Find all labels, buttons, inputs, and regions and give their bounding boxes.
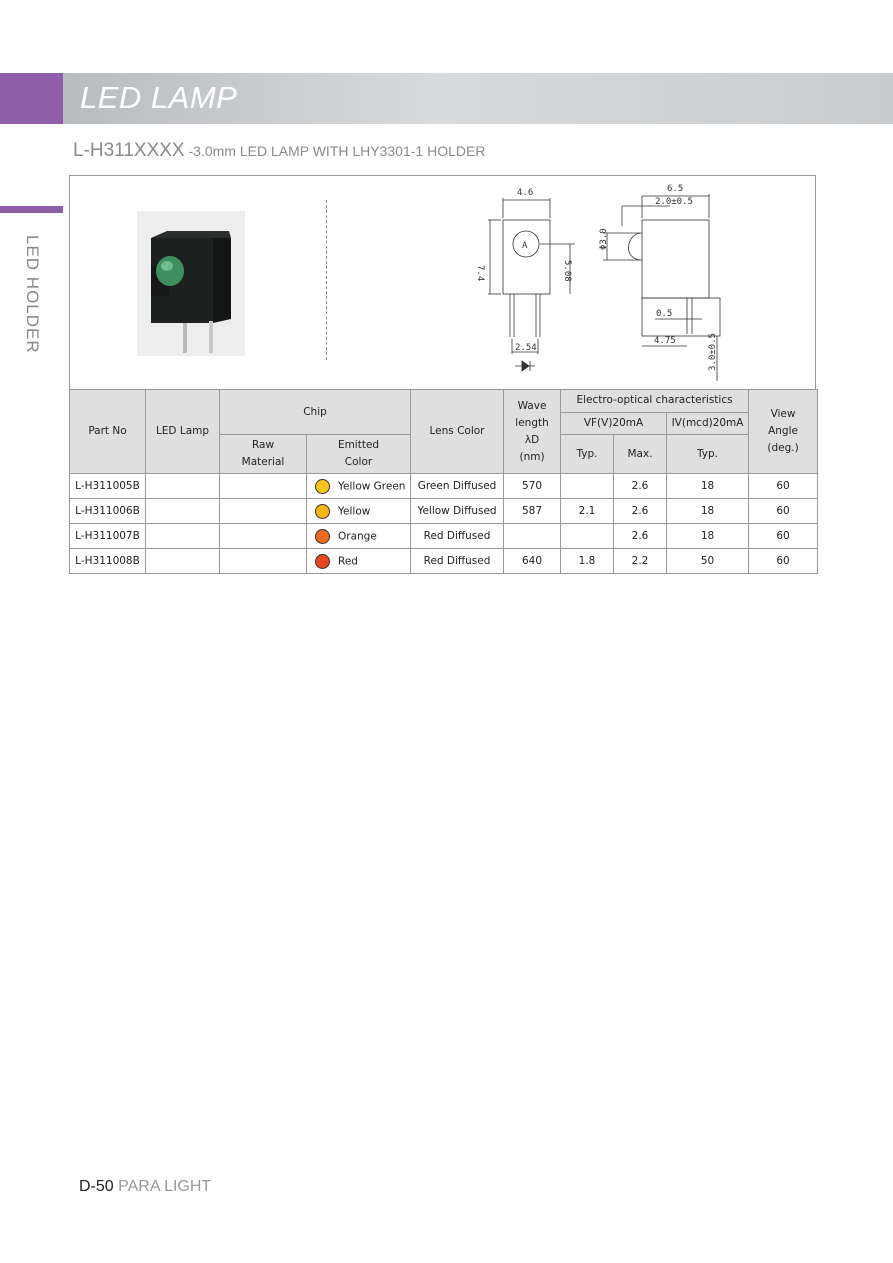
cell-wavelength: 640 [503, 548, 562, 574]
header-wavelength: Wave length λD (nm) [503, 389, 562, 474]
dim-side-offset: 2.0±0.5 [655, 197, 693, 207]
dimension-drawing [488, 194, 721, 381]
header-vf-typ: Typ. [560, 434, 615, 474]
header-iv-typ: Typ. [666, 434, 750, 474]
header-view-angle: View Angle (deg.) [748, 389, 819, 474]
cell-iv-typ: 50 [666, 548, 750, 574]
cell-raw-material [219, 523, 307, 549]
cell-led-lamp [145, 473, 220, 499]
dim-side-depth: 6.5 [667, 184, 683, 194]
header-raw-material: Raw Material [219, 434, 307, 474]
cell-part-no: L-H311006B [69, 498, 146, 524]
product-subtitle: L-H311XXXX -3.0mm LED LAMP WITH LHY3301-… [73, 140, 485, 162]
header-chip: Chip [218, 389, 412, 435]
dimension-labels: 4.6 7.4 5.08 A 2.54 6.5 2.0±0.5 Φ3.0 0.5… [475, 184, 718, 371]
dim-front-height: 7.4 [475, 265, 485, 281]
cell-view-angle: 60 [748, 523, 819, 549]
cell-vf-max: 2.6 [613, 523, 668, 549]
cell-part-no: L-H311007B [69, 523, 146, 549]
color-dot-icon [315, 503, 330, 519]
cell-lens-color: Yellow Diffused [410, 498, 505, 524]
cell-iv-typ: 18 [666, 523, 750, 549]
color-label: Yellow Green [338, 480, 406, 492]
cell-raw-material [219, 498, 307, 524]
cell-vf-typ: 1.8 [560, 548, 615, 574]
cell-view-angle: 60 [748, 498, 819, 524]
brand-name: PARA LIGHT [113, 1178, 212, 1195]
cell-led-lamp [145, 498, 220, 524]
cell-vf-max: 2.6 [613, 498, 668, 524]
cell-emitted-color: Yellow Green [305, 473, 412, 499]
cell-emitted-color: Orange [305, 523, 412, 549]
header-bar [63, 73, 893, 124]
cell-raw-material [219, 473, 307, 499]
dim-front-center: 5.08 [562, 260, 572, 282]
dim-pin-width: 0.5 [656, 309, 672, 319]
page-number: D-50 [79, 1178, 114, 1195]
product-description: -3.0mm LED LAMP WITH LHY3301-1 HOLDER [184, 143, 486, 159]
cell-view-angle: 60 [748, 548, 819, 574]
anode-mark: A [522, 241, 528, 251]
dim-lead-length: 3.0±0.5 [708, 333, 718, 371]
header-part-no: Part No [69, 389, 146, 474]
cell-vf-typ: 2.1 [560, 498, 615, 524]
page-footer: D-50 PARA LIGHT [79, 1178, 211, 1196]
cell-vf-typ [560, 523, 615, 549]
color-dot-icon [315, 528, 330, 544]
header-electro-optical: Electro-optical characteristics [560, 389, 750, 413]
header-accent [0, 73, 63, 124]
dim-lens-diameter: Φ3.0 [599, 228, 609, 250]
dim-front-width: 4.6 [517, 188, 533, 198]
side-accent-bar [0, 206, 63, 213]
figure-box: 4.6 7.4 5.08 A 2.54 6.5 2.0±0.5 Φ3.0 0.5… [69, 175, 816, 389]
color-label: Orange [338, 530, 377, 542]
cell-raw-material [219, 548, 307, 574]
dim-pin-position: 4.75 [654, 336, 676, 346]
cell-lens-color: Green Diffused [410, 473, 505, 499]
cell-emitted-color: Red [305, 548, 412, 574]
header-led-lamp: LED Lamp [145, 389, 220, 474]
cell-lens-color: Red Diffused [410, 548, 505, 574]
cell-wavelength [503, 523, 562, 549]
cell-lens-color: Red Diffused [410, 523, 505, 549]
header-emitted-color: Emitted Color [305, 434, 412, 474]
cell-led-lamp [145, 548, 220, 574]
figure-divider [326, 200, 327, 360]
cell-emitted-color: Yellow [305, 498, 412, 524]
led-holder-image [137, 211, 245, 356]
color-label: Red [338, 555, 358, 567]
cell-iv-typ: 18 [666, 473, 750, 499]
cell-vf-max: 2.6 [613, 473, 668, 499]
led-holder-photo [137, 211, 245, 356]
cell-part-no: L-H311005B [69, 473, 146, 499]
color-dot-icon [315, 553, 330, 569]
cell-part-no: L-H311008B [69, 548, 146, 574]
side-section-label: LED HOLDER [23, 235, 42, 354]
dim-pin-pitch: 2.54 [515, 343, 537, 353]
cell-iv-typ: 18 [666, 498, 750, 524]
spec-table: Part No LED Lamp Chip Lens Color Wave le… [69, 389, 819, 574]
header-iv: IV(mcd)20mA [666, 411, 750, 435]
page-title: LED LAMP [80, 80, 238, 115]
cell-vf-typ [560, 473, 615, 499]
cell-led-lamp [145, 523, 220, 549]
product-code: L-H311XXXX [73, 140, 185, 161]
header-lens-color: Lens Color [410, 389, 505, 474]
cell-wavelength: 570 [503, 473, 562, 499]
color-dot-icon [315, 478, 330, 494]
front-view-body [502, 219, 551, 295]
cell-view-angle: 60 [748, 473, 819, 499]
cell-wavelength: 587 [503, 498, 562, 524]
lens-circle [512, 230, 540, 258]
header-vf: VF(V)20mA [560, 411, 668, 435]
cell-vf-max: 2.2 [613, 548, 668, 574]
header-vf-max: Max. [613, 434, 668, 474]
color-label: Yellow [338, 505, 371, 517]
